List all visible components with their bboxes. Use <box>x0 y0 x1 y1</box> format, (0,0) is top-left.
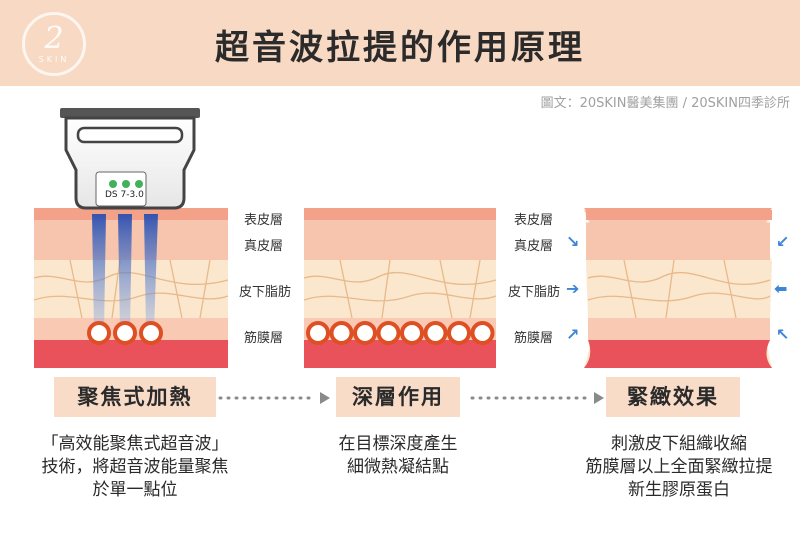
device-led <box>122 180 130 188</box>
device-led <box>109 180 117 188</box>
header-bar: 2 SKIN 超音波拉提的作用原理 <box>0 0 800 86</box>
skin-panel-1 <box>33 208 229 368</box>
layer-label-fat: 皮下脂肪 <box>508 285 561 300</box>
heat-point <box>400 321 424 345</box>
stage-title-focused-heating: 聚焦式加熱 <box>54 377 216 417</box>
desc-line: 新生膠原蛋白 <box>628 480 730 500</box>
device-screen <box>95 171 147 207</box>
layer-label-epidermis: 表皮層 <box>514 213 554 228</box>
arrow-right-icon: ➔ <box>566 279 580 298</box>
heat-point-row <box>306 321 495 345</box>
skin-panel-3 <box>584 208 772 368</box>
desc-line: 「高效能聚焦式超音波」 <box>41 434 229 454</box>
skin-panel-2 <box>303 208 497 368</box>
device-handle <box>76 126 184 144</box>
arrow-down-right-icon: ↘ <box>566 232 580 251</box>
dotted-arrow-icon <box>470 392 604 404</box>
device-top <box>60 108 200 118</box>
heat-point <box>329 321 354 345</box>
stage-desc-1: 「高效能聚焦式超音波」 技術，將超音波能量聚焦 於單一點位 <box>20 433 250 502</box>
logo-word: SKIN <box>38 55 70 64</box>
heat-point <box>376 321 401 345</box>
layer-label-fascia: 筋膜層 <box>514 331 554 346</box>
heat-point <box>306 321 330 345</box>
arrow-left-icon: ⬅ <box>774 279 788 298</box>
desc-line: 細微熱凝結點 <box>347 457 449 477</box>
layer-label-fascia: 筋膜層 <box>244 331 284 346</box>
desc-line: 在目標深度產生 <box>338 434 458 454</box>
desc-line: 技術，將超音波能量聚焦 <box>41 457 229 477</box>
desc-line: 筋膜層以上全面緊緻拉提 <box>585 457 773 477</box>
page-title: 超音波拉提的作用原理 <box>215 28 585 68</box>
desc-line: 刺激皮下組織收縮 <box>611 434 747 454</box>
heat-point <box>470 321 495 345</box>
arrow-up-right-icon: ↗ <box>566 325 580 344</box>
layer-label-dermis: 真皮層 <box>514 239 554 254</box>
dotted-arrow-icon <box>218 392 330 404</box>
layer-label-epidermis: 表皮層 <box>244 213 284 228</box>
layer-label-dermis: 真皮層 <box>244 239 284 254</box>
layer-label-fat: 皮下脂肪 <box>239 285 292 300</box>
heat-point <box>353 321 377 345</box>
device-model-label: DS 7-3.0 <box>105 190 144 200</box>
stage-title-deep-action: 深層作用 <box>336 377 460 417</box>
heat-point <box>113 321 137 345</box>
heat-point <box>423 321 448 345</box>
image-credit: 圖文：20SKIN醫美集團 / 20SKIN四季診所 <box>540 96 790 111</box>
ultrasound-beam <box>144 214 158 330</box>
heat-point <box>447 321 471 345</box>
arrow-up-left-icon: ↖ <box>776 325 790 344</box>
ultrasound-device <box>60 108 200 210</box>
stage-desc-3: 刺激皮下組織收縮 筋膜層以上全面緊緻拉提 新生膠原蛋白 <box>566 433 792 502</box>
ultrasound-beam <box>92 214 106 330</box>
fat-lines <box>33 259 229 319</box>
stage-title-tightening: 緊緻效果 <box>606 377 740 417</box>
logo-number: 2 <box>44 21 64 56</box>
heat-point <box>139 321 163 345</box>
muscle-layer <box>34 340 228 368</box>
desc-line: 於單一點位 <box>92 480 178 500</box>
brand-logo: 2 SKIN <box>22 12 86 76</box>
stage-desc-2: 在目標深度產生 細微熱凝結點 <box>300 433 496 479</box>
ultrasound-beam <box>118 214 132 330</box>
device-led <box>135 180 143 188</box>
heat-point <box>87 321 111 345</box>
arrow-down-left-icon: ↙ <box>776 232 790 251</box>
